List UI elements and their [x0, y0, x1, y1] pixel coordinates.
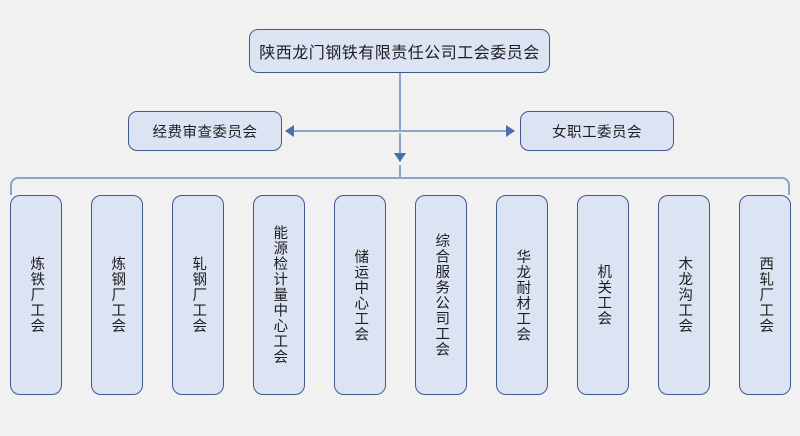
connector-bus-bar	[10, 177, 790, 195]
node-unit-6[interactable]: 综合服务公司工会	[415, 195, 467, 395]
connector-horizontal-bidirectional	[292, 130, 508, 132]
connector-root-vertical	[399, 73, 401, 131]
node-unit-9[interactable]: 木龙沟工会	[658, 195, 710, 395]
node-unit-10[interactable]: 西轧厂工会	[739, 195, 791, 395]
node-unit-7[interactable]: 华龙耐材工会	[496, 195, 548, 395]
arrowhead-right-icon	[506, 125, 515, 137]
connector-middle-vertical	[399, 133, 401, 155]
node-audit-committee[interactable]: 经费审查委员会	[128, 111, 282, 151]
node-unit-3[interactable]: 轧钢厂工会	[172, 195, 224, 395]
root-node-union-committee[interactable]: 陕西龙门钢铁有限责任公司工会委员会	[249, 29, 550, 73]
node-women-workers-committee[interactable]: 女职工委员会	[520, 111, 674, 151]
node-unit-4[interactable]: 能源检计量中心工会	[253, 195, 305, 395]
connector-bus-vertical	[399, 165, 401, 178]
arrowhead-left-icon	[285, 125, 294, 137]
node-unit-2[interactable]: 炼钢厂工会	[91, 195, 143, 395]
node-unit-8[interactable]: 机关工会	[577, 195, 629, 395]
arrowhead-down-icon	[394, 153, 406, 162]
node-unit-5[interactable]: 储运中心工会	[334, 195, 386, 395]
node-unit-1[interactable]: 炼铁厂工会	[10, 195, 62, 395]
